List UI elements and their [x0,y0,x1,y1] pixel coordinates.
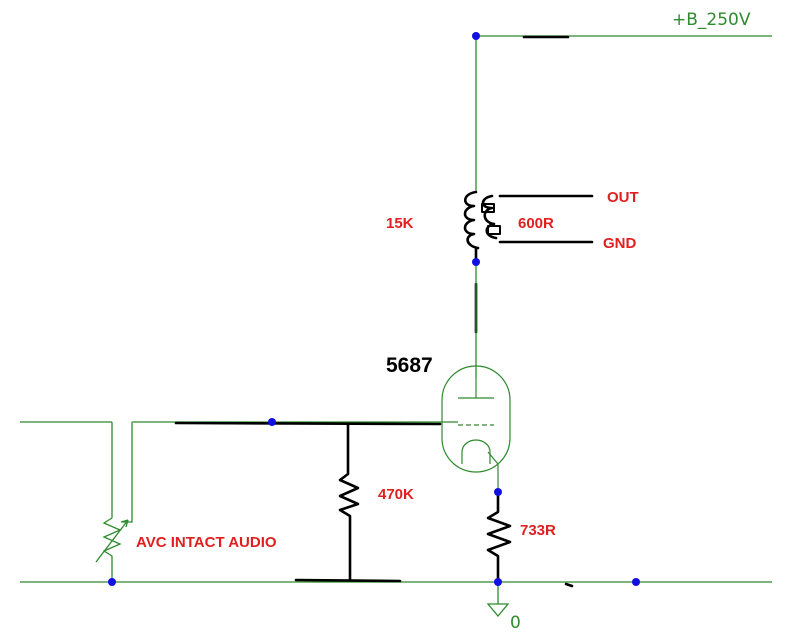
ground-label: 0 [510,613,521,633]
tube-label: 5687 [386,354,433,377]
node-plate [472,258,480,266]
pot-label: AVC INTACT AUDIO [136,534,277,551]
ground-tick [564,582,574,588]
node-ground-left [108,578,116,586]
grid-resistor-label: 470K [378,486,414,503]
pot-wiper-wire [122,422,133,523]
ground-symbol [486,582,510,618]
ground-bus-overdraw [294,578,402,583]
node-ground-right [632,578,640,586]
node-ground-center [494,578,502,586]
node-cathode [494,488,502,496]
node-rail [472,32,480,40]
grid-wire-overdraw [174,421,442,426]
node-grid [268,418,276,426]
output-impedance-label: 600R [518,215,554,232]
triode-tube [441,365,511,488]
gnd-label: GND [603,235,637,252]
output-transformer [463,190,594,264]
cathode-resistor [486,490,512,584]
rail-label: +B_250V [672,10,751,30]
avc-potentiometer [95,517,129,582]
plate-resistor-label: 15K [386,215,414,232]
cathode-resistor-label: 733R [520,522,556,539]
junction-nodes [108,32,640,586]
grid-resistor [338,422,360,582]
out-label: OUT [607,189,639,206]
